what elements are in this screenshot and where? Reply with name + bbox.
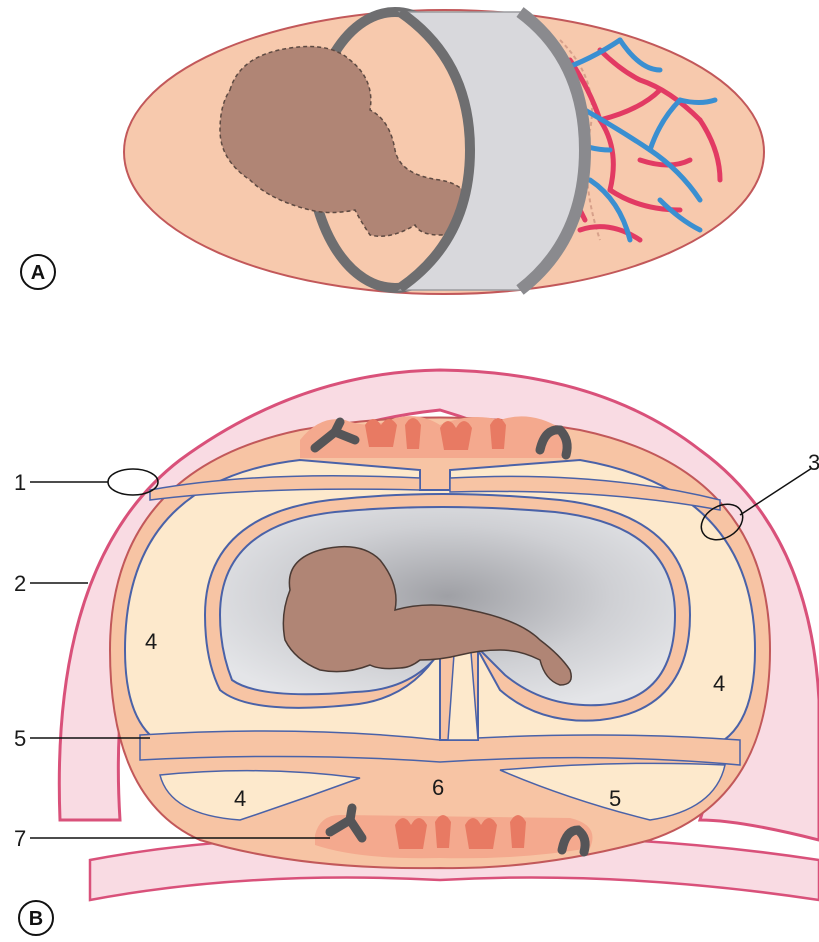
pointer-1-ring xyxy=(108,469,158,495)
label-4-lower: 4 xyxy=(234,786,246,811)
label-2: 2 xyxy=(14,571,26,596)
label-4-right: 4 xyxy=(713,671,725,696)
panel-label-a-text: A xyxy=(31,262,45,284)
label-1: 1 xyxy=(14,470,26,495)
label-3: 3 xyxy=(808,450,819,475)
pointer-3 xyxy=(740,468,812,515)
panel-label-b: B xyxy=(19,901,53,935)
panel-b: 1 2 3 4 4 4 5 5 6 7 B xyxy=(14,370,819,935)
label-5-right: 5 xyxy=(609,786,621,811)
label-4-left: 4 xyxy=(145,629,157,654)
label-7: 7 xyxy=(14,826,26,851)
panel-label-b-text: B xyxy=(29,908,43,930)
panel-a: A xyxy=(21,10,764,294)
panel-label-a: A xyxy=(21,255,55,289)
label-5-left: 5 xyxy=(14,726,26,751)
label-6: 6 xyxy=(432,775,444,800)
